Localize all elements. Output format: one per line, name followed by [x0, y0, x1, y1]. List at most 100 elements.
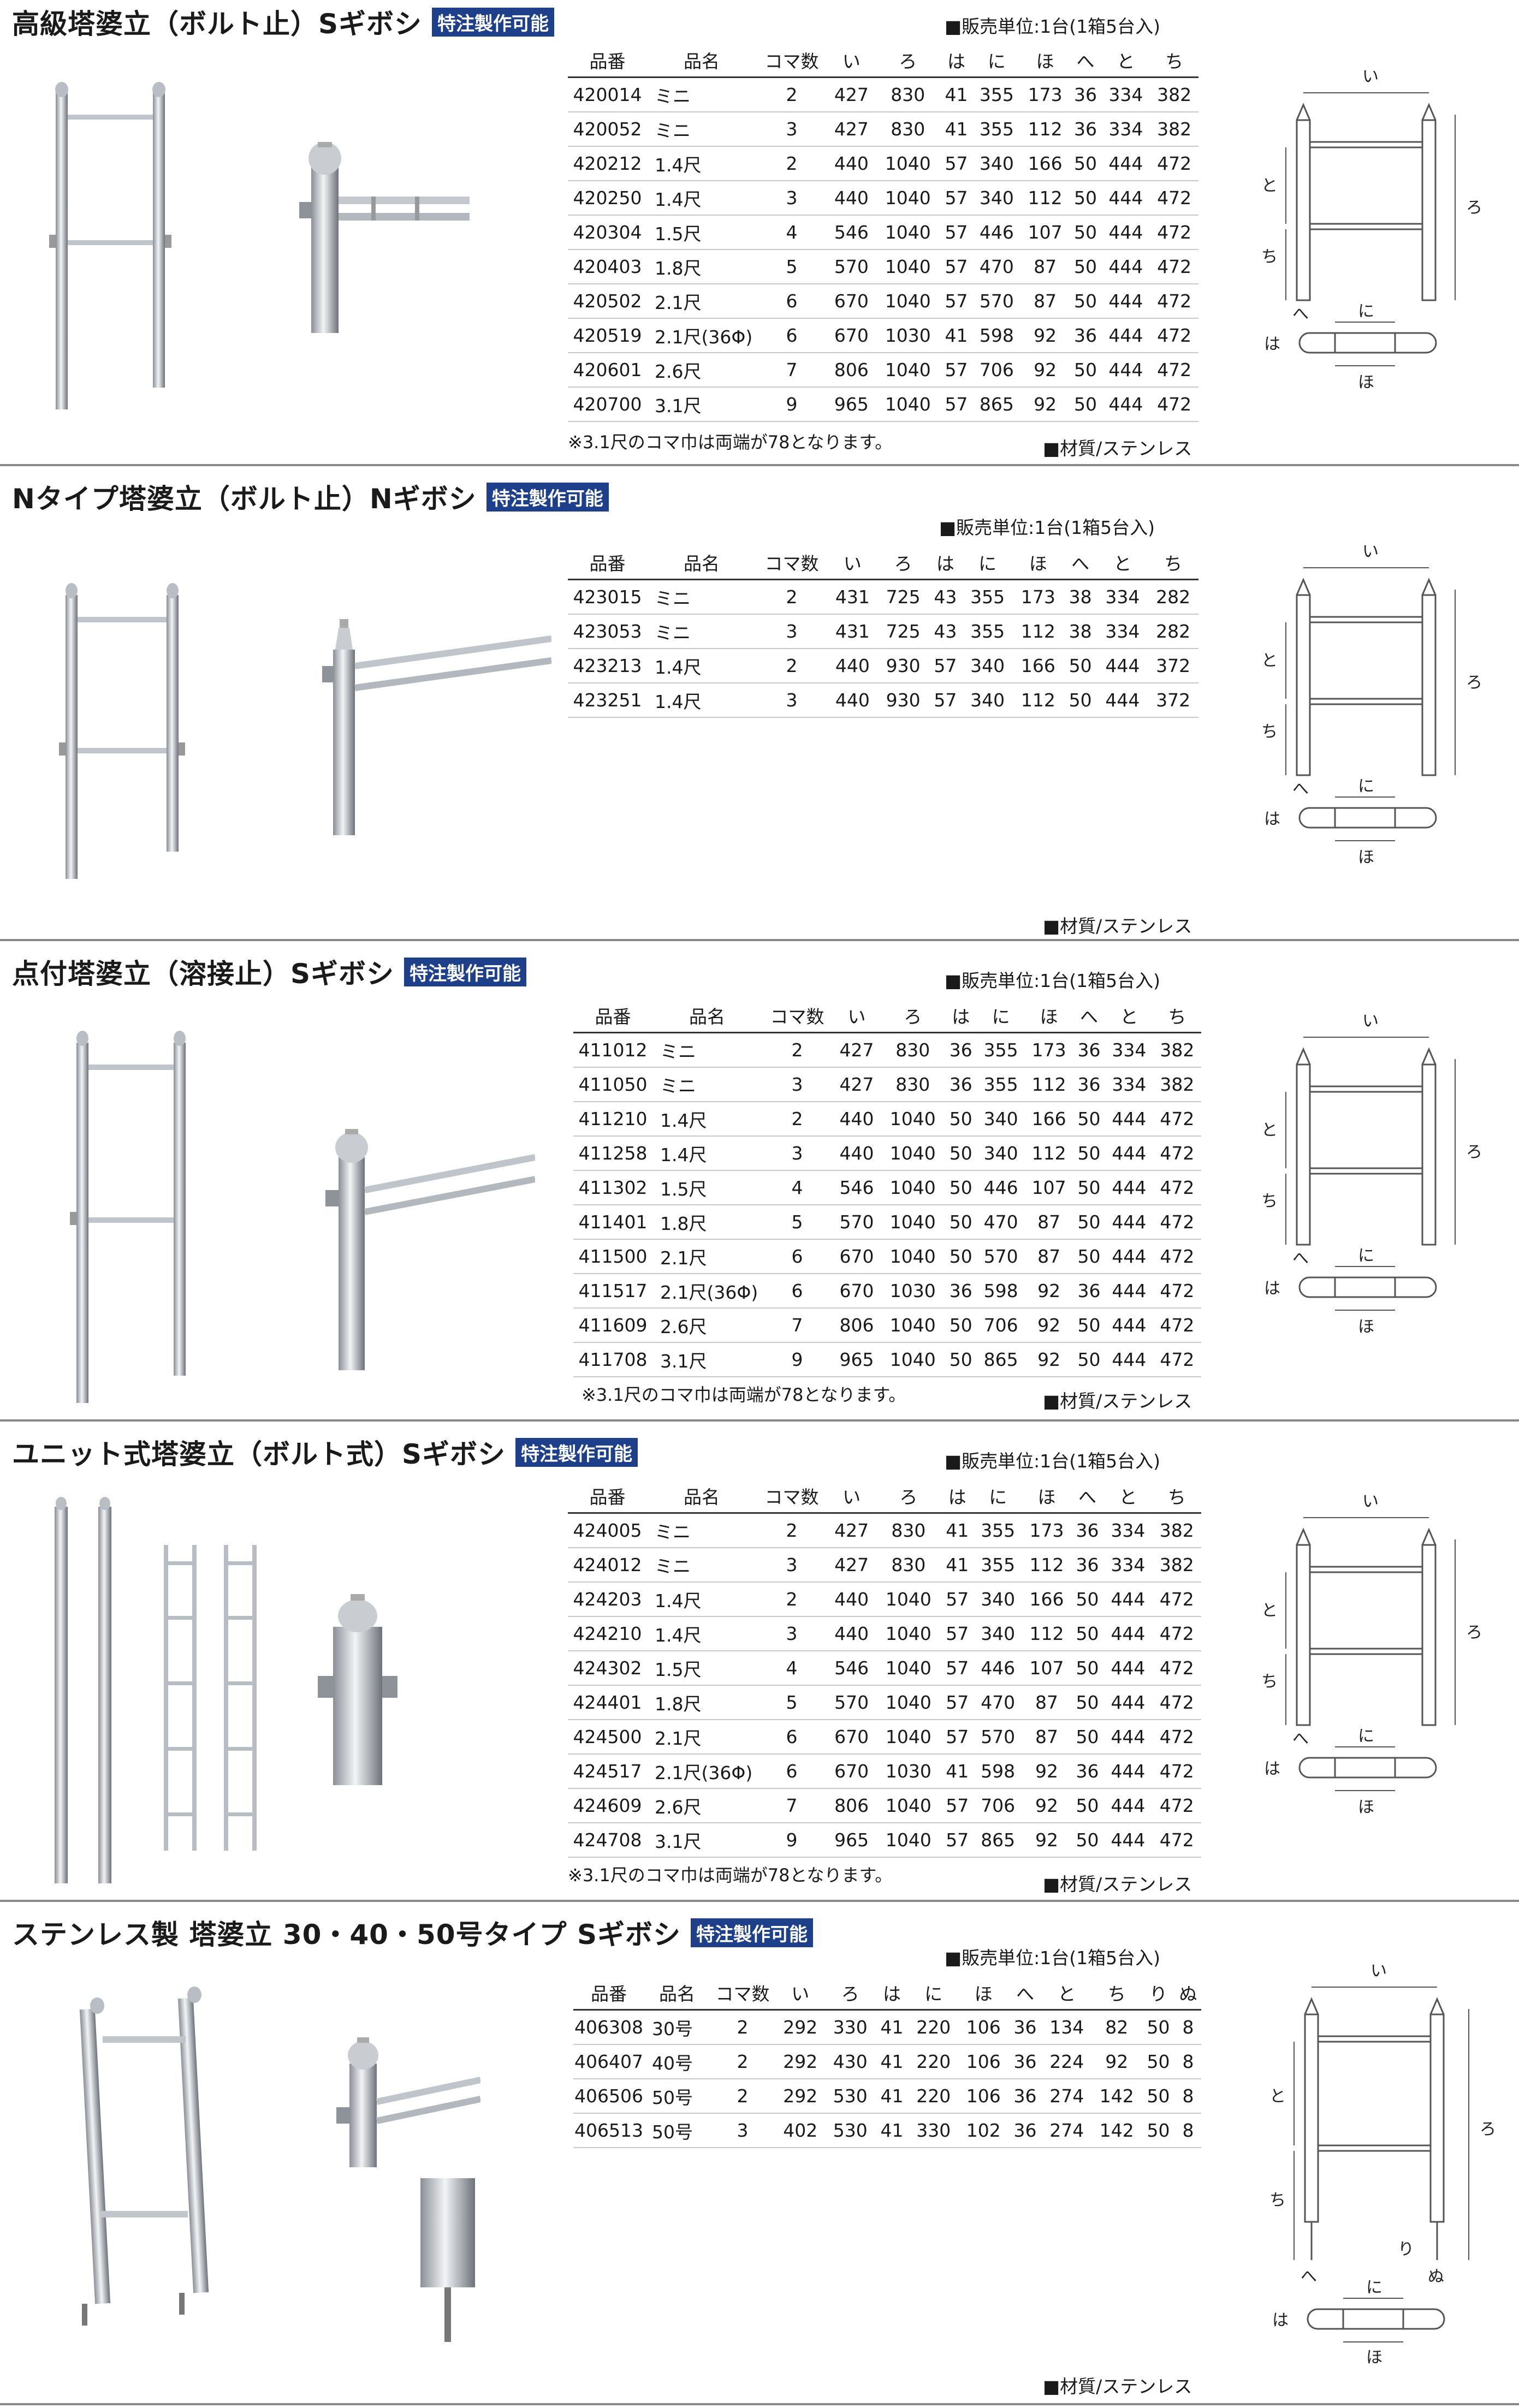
custom-order-badge: 特注製作可能: [690, 1918, 813, 1947]
spec-value-cell: 444: [1105, 1274, 1153, 1309]
section-title: 点付塔婆立（溶接止）Sギボシ特注製作可能: [12, 952, 527, 991]
product-name-cell: ミニ: [647, 1548, 756, 1583]
product-code-cell: 423053: [568, 614, 647, 649]
spec-value-cell: 598: [977, 1274, 1025, 1309]
spec-value-cell: 670: [827, 1720, 876, 1755]
spec-value-cell: 36: [1008, 2079, 1042, 2114]
spec-value-cell: 9: [762, 1342, 833, 1377]
product-code-cell: 411012: [573, 1032, 652, 1068]
col-header: と: [1105, 999, 1153, 1033]
label-ho: ほ: [1358, 1317, 1374, 1336]
spec-value-cell: 5: [762, 1205, 833, 1240]
product-photo-frame: [70, 1031, 186, 1403]
label-ho: ほ: [1358, 848, 1374, 867]
spec-value-cell: 36: [1008, 2044, 1042, 2079]
product-code-cell: 420700: [568, 387, 647, 422]
product-code-cell: 406407: [573, 2044, 644, 2079]
spec-value-cell: 670: [833, 1274, 881, 1309]
spec-value-cell: 355: [977, 1032, 1025, 1068]
label-to: と: [1269, 2087, 1286, 2106]
col-header: 品番: [568, 1479, 647, 1514]
label-ro: ろ: [1466, 1623, 1482, 1642]
spec-value-cell: 50: [1069, 353, 1102, 388]
spec-value-cell: 50: [945, 1136, 977, 1171]
spec-value-cell: 166: [1020, 146, 1070, 181]
product-code-cell: 420502: [568, 284, 647, 319]
spec-value-cell: 355: [962, 614, 1013, 649]
product-code-cell: 424708: [568, 1823, 647, 1858]
spec-value-cell: 330: [825, 2009, 875, 2045]
spec-value-cell: 430: [825, 2044, 875, 2079]
product-code-cell: 424500: [568, 1720, 647, 1755]
section-divider: [0, 464, 1519, 466]
spec-value-cell: 427: [827, 77, 876, 112]
spec-value-cell: 6: [756, 1720, 827, 1755]
spec-value-cell: 546: [827, 1651, 876, 1686]
product-name-cell: ミニ: [652, 1067, 762, 1102]
spec-value-cell: 107: [1025, 1170, 1073, 1205]
spec-value-cell: 472: [1152, 1685, 1201, 1720]
spec-value-cell: 444: [1101, 146, 1150, 181]
spec-value-cell: 50: [1142, 2079, 1175, 2114]
spec-value-cell: 830: [875, 112, 940, 147]
spec-value-cell: 112: [1020, 181, 1070, 216]
spec-value-cell: 36: [1073, 1032, 1105, 1068]
spec-value-cell: 444: [1103, 1720, 1153, 1755]
spec-value-cell: 41: [940, 112, 973, 147]
spec-value-cell: 444: [1105, 1308, 1153, 1343]
product-name-cell: 1.8尺: [647, 249, 756, 284]
col-header: ろ: [876, 1479, 941, 1514]
spec-value-cell: 36: [1069, 112, 1102, 147]
product-name-cell: 1.4尺: [652, 1102, 762, 1137]
spec-value-cell: 6: [756, 1754, 827, 1789]
product-code-cell: 411302: [573, 1170, 652, 1205]
spec-value-cell: 670: [827, 318, 876, 353]
product-code-cell: 411500: [573, 1239, 652, 1274]
section-divider: [0, 1419, 1519, 1422]
spec-value-cell: 4: [762, 1170, 833, 1205]
product-name-cell: ミニ: [647, 1513, 756, 1548]
spec-value-cell: 3: [756, 112, 827, 147]
spec-value-cell: 440: [833, 1136, 881, 1171]
spec-value-cell: 444: [1105, 1136, 1153, 1171]
sales-unit: ■販売単位:1台(1箱5台入): [945, 16, 1161, 37]
spec-value-cell: 340: [962, 683, 1013, 718]
spec-value-cell: 3: [756, 1616, 827, 1651]
spec-value-cell: 1040: [875, 353, 940, 388]
label-he: へ: [1301, 2267, 1317, 2286]
spec-value-cell: 725: [877, 614, 929, 649]
spec-value-cell: 444: [1103, 1788, 1153, 1823]
product-name-cell: 1.4尺: [647, 1582, 756, 1617]
spec-value-cell: 36: [945, 1274, 977, 1309]
spec-value-cell: 472: [1152, 1788, 1201, 1823]
spec-value-cell: 806: [827, 353, 876, 388]
col-header: ち: [1091, 1976, 1142, 2011]
spec-value-cell: 930: [877, 683, 929, 718]
col-header: ち: [1148, 546, 1198, 580]
label-i: い: [1362, 67, 1379, 86]
label-ha: は: [1264, 335, 1280, 354]
spec-value-cell: 382: [1153, 1067, 1201, 1102]
spec-value-cell: 830: [881, 1067, 945, 1102]
spec-value-cell: 106: [958, 2044, 1008, 2079]
custom-order-badge: 特注製作可能: [486, 483, 609, 512]
spec-value-cell: 2: [756, 146, 827, 181]
col-header: は: [940, 44, 973, 78]
spec-value-cell: 440: [827, 181, 876, 216]
spec-value-cell: 43: [928, 614, 963, 649]
section-n-type: Nタイプ塔婆立（ボルト止）Nギボシ特注製作可能 ■販売単位:1台(1箱5台入) …: [0, 475, 1519, 939]
product-detail-photo: [322, 619, 551, 835]
spec-value-cell: 444: [1097, 683, 1148, 718]
spec-value-cell: 134: [1042, 2009, 1092, 2045]
label-he: へ: [1292, 1729, 1309, 1749]
spec-value-cell: 570: [827, 249, 876, 284]
spec-value-cell: 334: [1103, 1548, 1153, 1583]
spec-value-cell: 36: [945, 1032, 977, 1068]
section-title: ステンレス製 塔婆立 30・40・50号タイプ Sギボシ特注製作可能: [12, 1913, 813, 1952]
spec-value-cell: 340: [972, 181, 1021, 216]
label-ni: に: [1366, 2278, 1382, 2297]
